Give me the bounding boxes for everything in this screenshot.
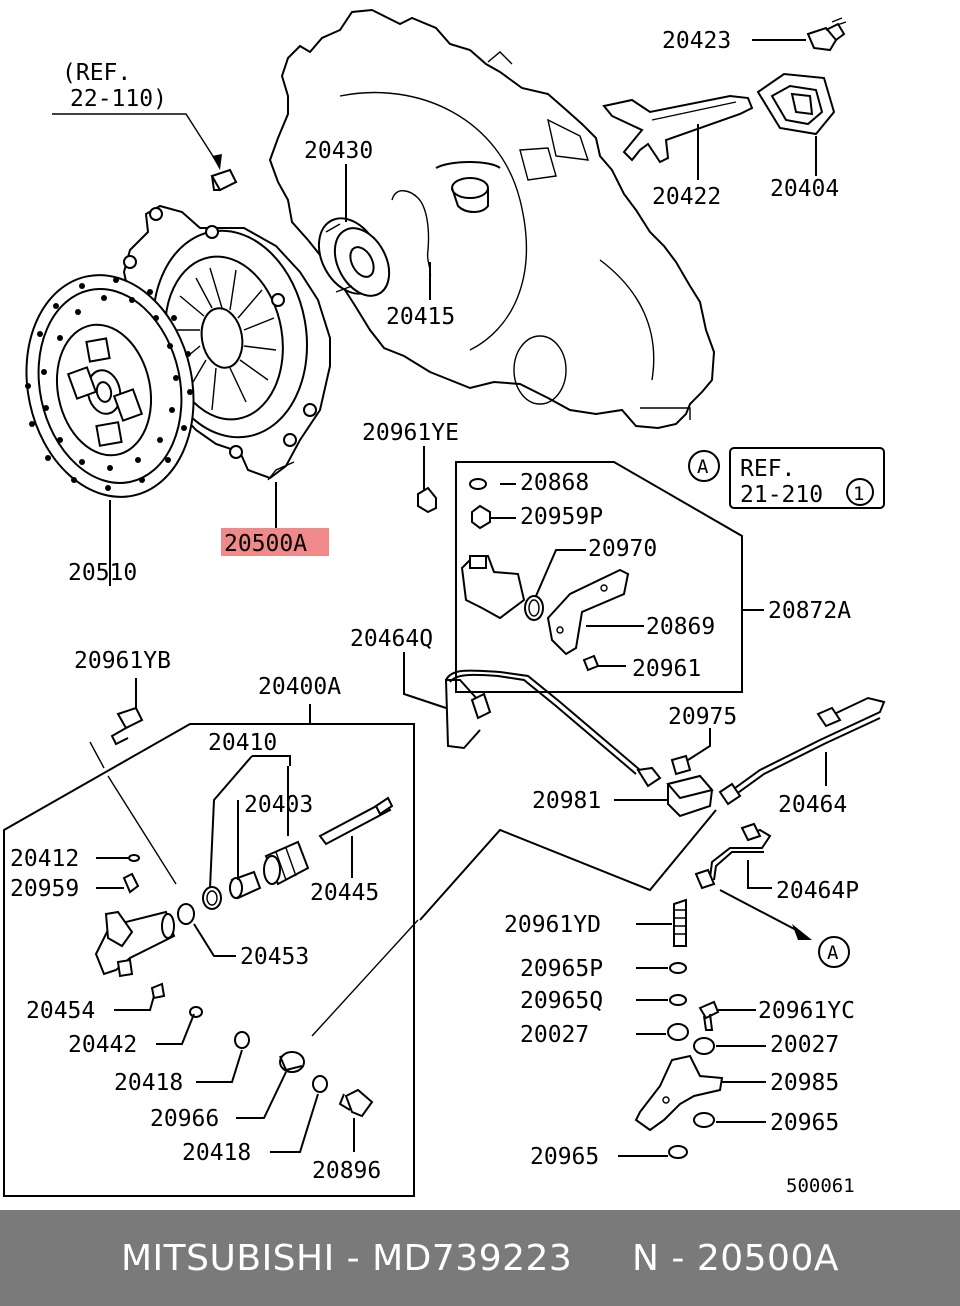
part-label-20961YC[interactable]: 20961YC — [758, 998, 855, 1024]
part-label-20422[interactable]: 20422 — [652, 184, 721, 210]
part-label-20959[interactable]: 20959 — [10, 876, 79, 902]
callout-labels: (REF. 22-110) 20423 20430 20422 20404 20… — [10, 28, 864, 1197]
ref-note-line2: 22-110) — [70, 86, 167, 112]
part-label-20959P[interactable]: 20959P — [520, 504, 603, 530]
part-label-20442[interactable]: 20442 — [68, 1032, 137, 1058]
part-label-20464[interactable]: 20464 — [778, 792, 847, 818]
part-label-20445[interactable]: 20445 — [310, 880, 379, 906]
part-label-20454[interactable]: 20454 — [26, 998, 95, 1024]
kit-outline-20400A — [3, 704, 415, 1197]
part-label-20415[interactable]: 20415 — [386, 304, 455, 330]
part-label-20412[interactable]: 20412 — [10, 846, 79, 872]
part-label-20965P[interactable]: 20965P — [520, 956, 603, 982]
clutch-disc-drawing — [25, 274, 195, 498]
clutch-bracket-parts-drawing — [417, 478, 630, 672]
part-label-20404[interactable]: 20404 — [770, 176, 839, 202]
part-label-20453[interactable]: 20453 — [240, 944, 309, 970]
ref-box-circle-number: 1 — [853, 483, 864, 505]
part-label-20510[interactable]: 20510 — [68, 560, 137, 586]
part-label-20868[interactable]: 20868 — [520, 470, 589, 496]
target-part-highlight — [221, 528, 329, 556]
ref-box-line2: 21-210 — [740, 482, 823, 508]
release-fork-drawing — [602, 17, 847, 164]
part-label-20869[interactable]: 20869 — [646, 614, 715, 640]
clutch-pipes-drawing — [419, 669, 886, 940]
reference-bolt-drawing — [52, 113, 238, 192]
part-label-20966[interactable]: 20966 — [150, 1106, 219, 1132]
part-label-20423[interactable]: 20423 — [662, 28, 731, 54]
ref-box-line1: REF. — [740, 456, 795, 482]
transmission-housing-drawing — [268, 8, 716, 430]
pipe-bracket-hardware-drawing — [634, 898, 724, 1159]
part-label-20961YE[interactable]: 20961YE — [362, 420, 459, 446]
leader-lines — [96, 39, 827, 1157]
caption-bar: MITSUBISHI - MD739223 N - 20500A — [0, 1210, 960, 1306]
cylinder-parts-drawing — [89, 706, 419, 1118]
part-label-20961YD[interactable]: 20961YD — [504, 912, 601, 938]
part-label-20418-a[interactable]: 20418 — [114, 1070, 183, 1096]
part-label-20965Q[interactable]: 20965Q — [520, 988, 603, 1014]
part-label-20410[interactable]: 20410 — [208, 730, 277, 756]
part-number-caption: MITSUBISHI - MD739223 N - 20500A — [121, 1237, 839, 1279]
part-label-20981[interactable]: 20981 — [532, 788, 601, 814]
part-label-20970[interactable]: 20970 — [588, 536, 657, 562]
part-label-20464Q[interactable]: 20464Q — [350, 626, 433, 652]
part-label-20027-b[interactable]: 20027 — [770, 1032, 839, 1058]
part-label-20961[interactable]: 20961 — [632, 656, 701, 682]
part-label-20400A[interactable]: 20400A — [258, 674, 341, 700]
kit-outline-20872A — [455, 461, 764, 693]
part-label-20027-a[interactable]: 20027 — [520, 1022, 589, 1048]
circle-marker-a-bottom: A — [827, 942, 839, 964]
circle-marker-a-top: A — [697, 456, 709, 478]
part-label-20961YB[interactable]: 20961YB — [74, 648, 171, 674]
part-label-20975[interactable]: 20975 — [668, 704, 737, 730]
part-label-20403[interactable]: 20403 — [244, 792, 313, 818]
part-label-20430[interactable]: 20430 — [304, 138, 373, 164]
clutch-cover-drawing — [122, 204, 331, 481]
part-label-20418-b[interactable]: 20418 — [182, 1140, 251, 1166]
diagram-number: 500061 — [786, 1175, 855, 1197]
part-label-20985[interactable]: 20985 — [770, 1070, 839, 1096]
part-label-20965-b[interactable]: 20965 — [530, 1144, 599, 1170]
ref-note-line1: (REF. — [62, 60, 131, 86]
exploded-parts-diagram: (REF. 22-110) 20423 20430 20422 20404 20… — [3, 8, 886, 1197]
part-label-20464P[interactable]: 20464P — [776, 878, 859, 904]
part-label-20872A[interactable]: 20872A — [768, 598, 851, 624]
part-label-20965-a[interactable]: 20965 — [770, 1110, 839, 1136]
reference-box-21-210 — [688, 447, 885, 968]
part-label-20500A[interactable]: 20500A — [224, 531, 307, 557]
part-label-20896[interactable]: 20896 — [312, 1158, 381, 1184]
